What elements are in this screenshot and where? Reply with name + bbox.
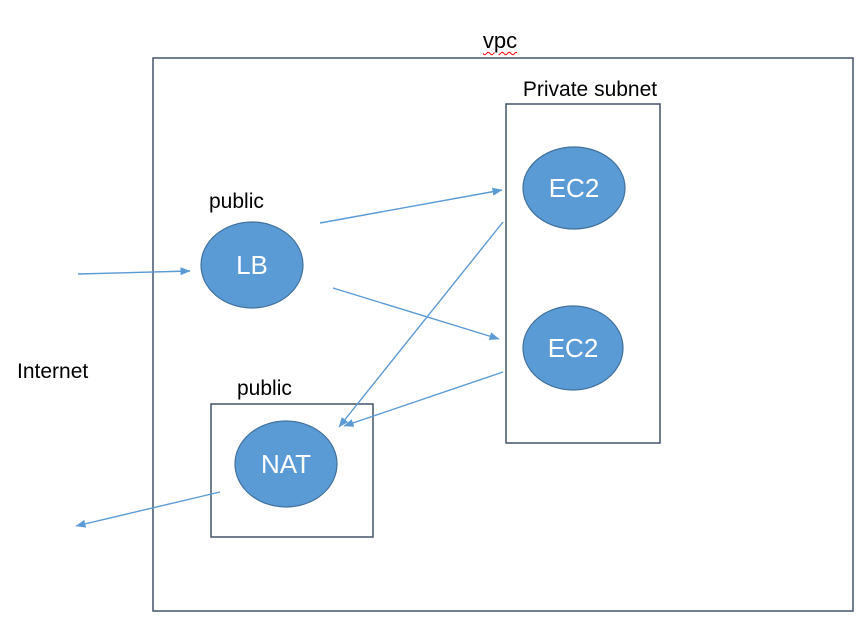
public-nat-box bbox=[210, 403, 374, 538]
nat-node-label: NAT bbox=[260, 449, 312, 479]
arrow-ec2-bottom-to-nat bbox=[343, 371, 504, 427]
ec2-bottom-node-label: EC2 bbox=[547, 333, 599, 363]
nat-node bbox=[234, 420, 338, 508]
vpc-title: vpc bbox=[440, 28, 560, 53]
arrow-nat-to-internet bbox=[75, 491, 221, 528]
arrow-lb-to-ec2-top bbox=[319, 187, 503, 224]
ec2-top-node bbox=[522, 146, 626, 230]
arrow-ec2-top-to-nat bbox=[338, 221, 504, 428]
public-nat-label: public bbox=[237, 377, 292, 400]
private-subnet-box bbox=[505, 103, 661, 444]
vpc-title-text: vpc bbox=[482, 28, 518, 53]
internet-label: Internet bbox=[17, 360, 89, 383]
arrow-lb-to-ec2-bottom bbox=[332, 287, 500, 341]
ec2-bottom-node bbox=[522, 305, 624, 391]
ec2-top-node-label: EC2 bbox=[548, 173, 600, 203]
private-subnet-label: Private subnet bbox=[522, 78, 658, 101]
lb-node-label: LB bbox=[236, 250, 268, 280]
public-lb-label: public bbox=[209, 190, 264, 213]
arrow-internet-to-lb bbox=[77, 267, 191, 276]
lb-node bbox=[200, 221, 304, 309]
vpc-boundary-box bbox=[152, 57, 854, 612]
